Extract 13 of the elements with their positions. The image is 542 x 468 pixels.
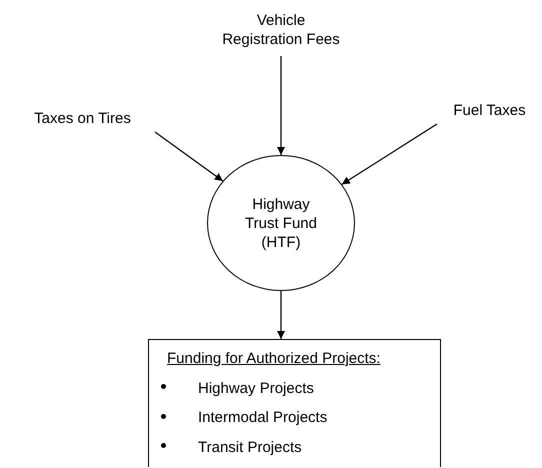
arrow — [342, 124, 438, 185]
source-label: Taxes on Tires — [10, 104, 155, 132]
arrow — [154, 132, 224, 182]
arrow — [277, 56, 285, 155]
fund-label: Highway Trust Fund (HTF) — [244, 194, 318, 252]
source-label: Fuel Taxes — [437, 97, 542, 124]
arrow — [277, 291, 285, 339]
box-heading: Funding for Authorized Projects: — [167, 349, 382, 369]
funding-box — [148, 339, 441, 467]
list-item: Transit Projects — [161, 436, 440, 459]
list-item: Intermodal Projects — [161, 407, 440, 430]
list-item: Highway Projects — [161, 378, 440, 400]
source-label: Vehicle Registration Fees — [215, 3, 347, 56]
